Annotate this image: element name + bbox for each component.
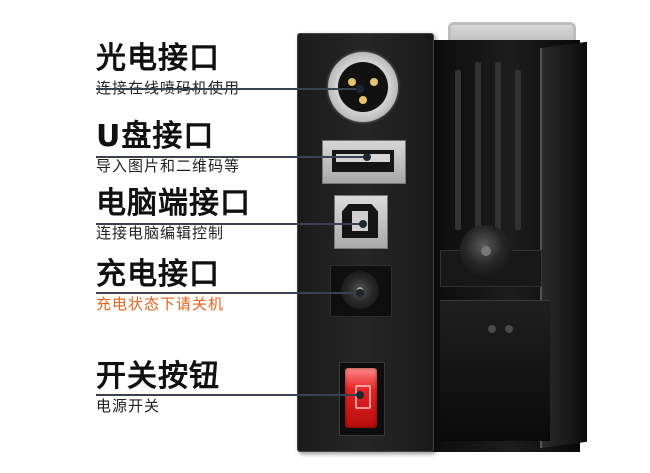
leader-line bbox=[96, 292, 359, 294]
port-pin bbox=[348, 78, 356, 86]
label-subtitle: 导入图片和二维码等 bbox=[96, 157, 241, 175]
leader-dot bbox=[356, 391, 364, 399]
label-subtitle: 连接电脑编辑控制 bbox=[96, 224, 225, 242]
label-title: U盘接口 bbox=[96, 119, 215, 154]
leader-dot bbox=[356, 289, 364, 297]
leader-dot bbox=[359, 220, 367, 228]
label-title: 开关按钮 bbox=[96, 359, 220, 394]
lower-housing bbox=[440, 300, 550, 441]
rib bbox=[475, 62, 481, 232]
label-title: 电脑端接口 bbox=[96, 186, 251, 221]
label-subtitle: 电源开关 bbox=[96, 397, 161, 415]
leader-dot bbox=[363, 153, 371, 161]
leader-line bbox=[96, 156, 366, 158]
label-subtitle-warning: 充电状态下请关机 bbox=[96, 295, 225, 313]
leader-line bbox=[96, 394, 359, 396]
leader-line bbox=[96, 223, 362, 225]
label-power-switch: 开关按钮 电源开关 bbox=[96, 360, 220, 416]
port-pin bbox=[359, 96, 367, 104]
screw bbox=[488, 325, 496, 333]
leader-dot bbox=[356, 85, 364, 93]
screw bbox=[505, 325, 513, 333]
rib bbox=[495, 62, 501, 232]
label-charge-port: 充电接口 充电状态下请关机 bbox=[96, 258, 224, 314]
rib bbox=[455, 70, 461, 230]
leader-line bbox=[96, 88, 358, 90]
roller-axle bbox=[481, 246, 491, 256]
rib bbox=[515, 70, 521, 230]
port-pin bbox=[370, 78, 378, 86]
label-title: 光电接口 bbox=[96, 41, 220, 76]
label-pc-port: 电脑端接口 连接电脑编辑控制 bbox=[96, 187, 251, 243]
label-usb-port: U盘接口 导入图片和二维码等 bbox=[96, 120, 240, 176]
label-title: 充电接口 bbox=[96, 257, 220, 292]
